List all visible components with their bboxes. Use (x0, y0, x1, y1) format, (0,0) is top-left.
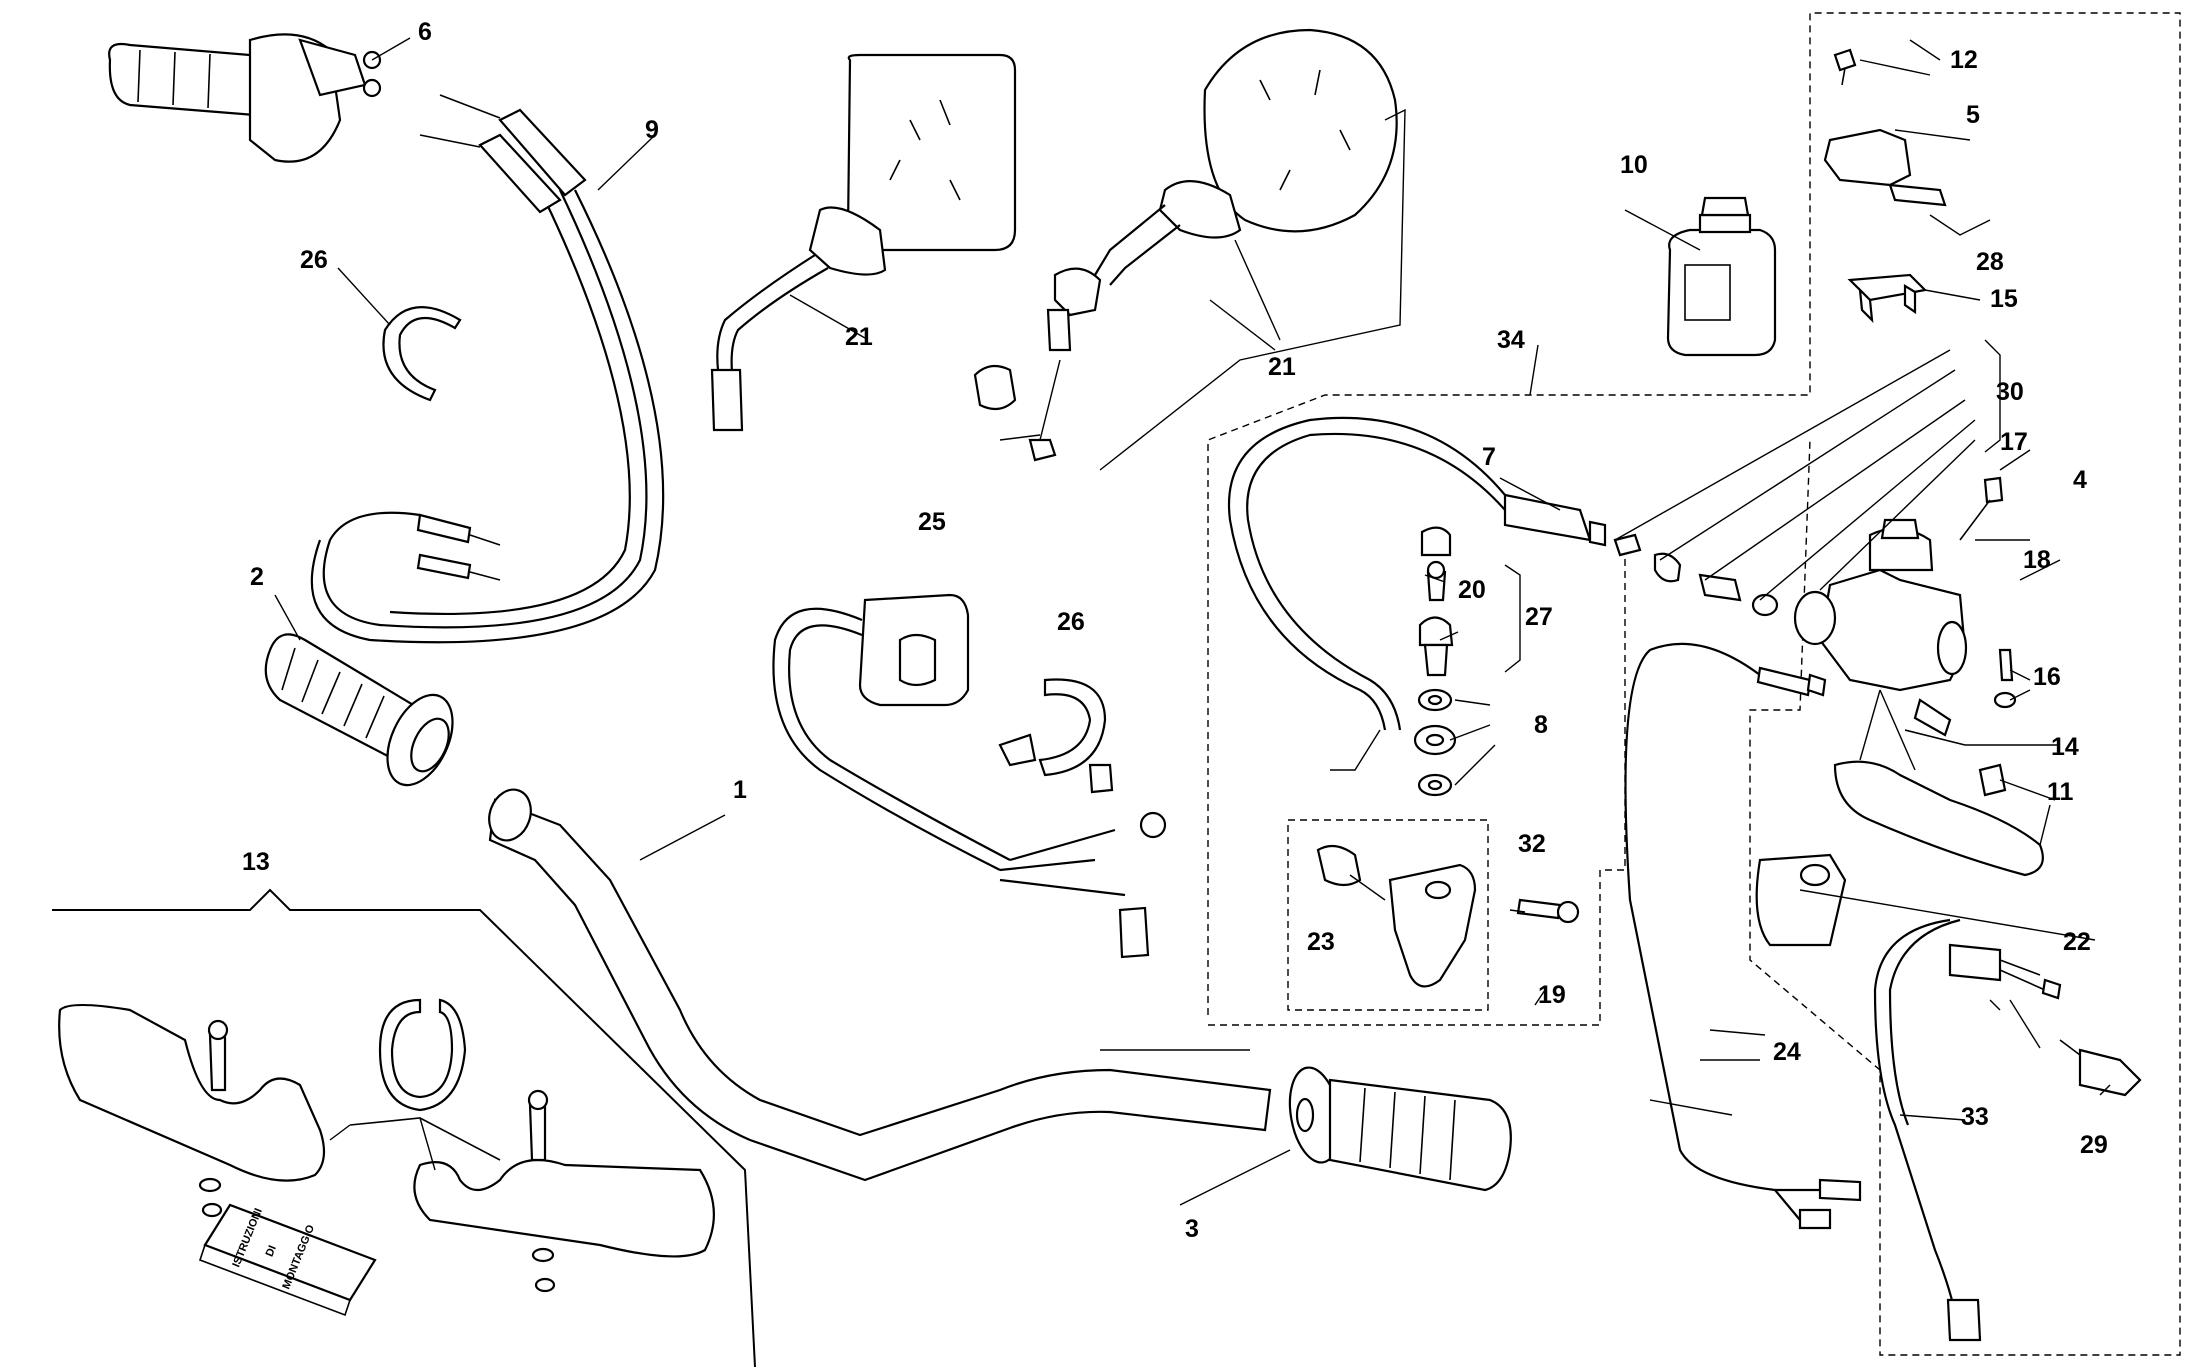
callout-32: 32 (1518, 830, 1546, 858)
callout-27: 27 (1525, 603, 1553, 631)
callout-22: 22 (2063, 928, 2091, 956)
callout-23: 23 (1307, 928, 1335, 956)
callout-3: 3 (1185, 1215, 1199, 1243)
callout-20: 20 (1458, 576, 1486, 604)
master-cylinder (1613, 476, 2044, 947)
booklet-text-line2: DI (264, 1244, 279, 1259)
callout-10: 10 (1620, 151, 1648, 179)
throttle-assembly (108, 33, 382, 163)
callout-5: 5 (1966, 101, 1980, 129)
brake-hose (1227, 416, 1607, 771)
circlip-middle (1038, 678, 1107, 777)
callout-6: 6 (418, 18, 432, 46)
callout-1: 1 (733, 776, 747, 804)
banjo-fittings (1413, 526, 1457, 797)
callout-19: 19 (1538, 981, 1566, 1009)
right-grip (1288, 1066, 1512, 1192)
brace-20-27 (1504, 564, 1521, 673)
callout-28: 28 (1976, 248, 2004, 276)
callout-14: 14 (2051, 733, 2079, 761)
callout-12: 12 (1950, 46, 1978, 74)
callout-18: 18 (2023, 546, 2051, 574)
callout-25: 25 (918, 508, 946, 536)
circlip-tab (998, 733, 1037, 767)
callout-21-right: 21 (1268, 353, 1296, 381)
callout-26-middle: 26 (1057, 608, 1085, 636)
callout-9: 9 (645, 116, 659, 144)
callout-34: 34 (1497, 326, 1525, 354)
callout-8: 8 (1534, 711, 1548, 739)
kill-switch (772, 593, 1167, 959)
circlip-left (382, 306, 462, 402)
callout-2: 2 (250, 563, 264, 591)
reservoir-cover-parts (1823, 48, 1947, 323)
callout-26-left: 26 (300, 246, 328, 274)
callout-4: 4 (2073, 466, 2087, 494)
callout-24: 24 (1773, 1038, 1801, 1066)
callout-numbers: 1 2 3 4 5 6 7 8 9 10 11 12 13 14 15 16 1… (242, 18, 2108, 1243)
callout-15: 15 (1990, 285, 2018, 313)
switch-housing-group (1316, 844, 1580, 988)
group-32-outline (1287, 819, 1489, 1011)
clutch-cable (1624, 642, 1862, 1230)
callout-7: 7 (1482, 443, 1496, 471)
left-grip (264, 633, 454, 787)
callout-11: 11 (2047, 778, 2074, 806)
callout-30: 30 (1996, 378, 2024, 406)
guide-lines-30 (1614, 339, 2001, 601)
right-mirror (973, 28, 1406, 471)
brake-fluid-bottle (1666, 196, 1777, 357)
throttle-cables (310, 94, 665, 644)
callout-29: 29 (2080, 1131, 2108, 1159)
left-mirror (710, 53, 1017, 432)
callout-16: 16 (2033, 663, 2061, 691)
callout-21-left: 21 (845, 323, 873, 351)
callout-13: 13 (242, 848, 270, 876)
group-34-outline (1207, 12, 2181, 1356)
wiring-harness (1873, 918, 2142, 1342)
callout-17: 17 (2000, 428, 2028, 456)
handlebar (488, 788, 1272, 1182)
callout-33: 33 (1961, 1103, 1989, 1131)
leader-lines (274, 37, 2111, 1206)
hand-guards-kit: ISTRUZIONI DI MONTAGGIO (52, 888, 756, 1368)
